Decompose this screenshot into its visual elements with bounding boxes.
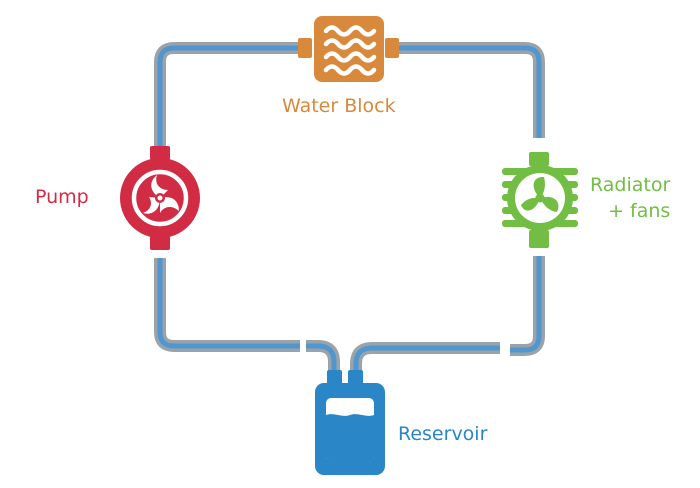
tube-right-bottom-core: [510, 256, 542, 353]
tubing-loop: [154, 42, 545, 372]
radiator-label-line1: Radiator: [590, 174, 671, 196]
water-block-icon: [298, 16, 399, 82]
tube-reservoir-right: [350, 342, 500, 372]
radiator-label-line2: + fans: [608, 200, 671, 222]
radiator-label: Radiator + fans: [590, 172, 670, 224]
tube-top-left-core: [157, 45, 300, 146]
pump-icon: [120, 146, 200, 250]
reservoir-icon: [315, 370, 385, 475]
tube-top-right-core: [398, 45, 542, 138]
tube-reservoir-left-core: [306, 343, 337, 372]
tube-top-left: [154, 42, 300, 146]
water-block-label: Water Block: [282, 95, 396, 117]
tube-left-bottom-core: [157, 258, 300, 349]
tube-reservoir-right-core: [353, 345, 500, 372]
pump-label: Pump: [35, 186, 89, 208]
tube-right-bottom: [510, 256, 545, 356]
tube-top-right: [398, 42, 545, 138]
radiator-fan-icon: [502, 152, 578, 248]
tube-left-bottom: [154, 258, 300, 352]
reservoir-label: Reservoir: [398, 423, 488, 445]
